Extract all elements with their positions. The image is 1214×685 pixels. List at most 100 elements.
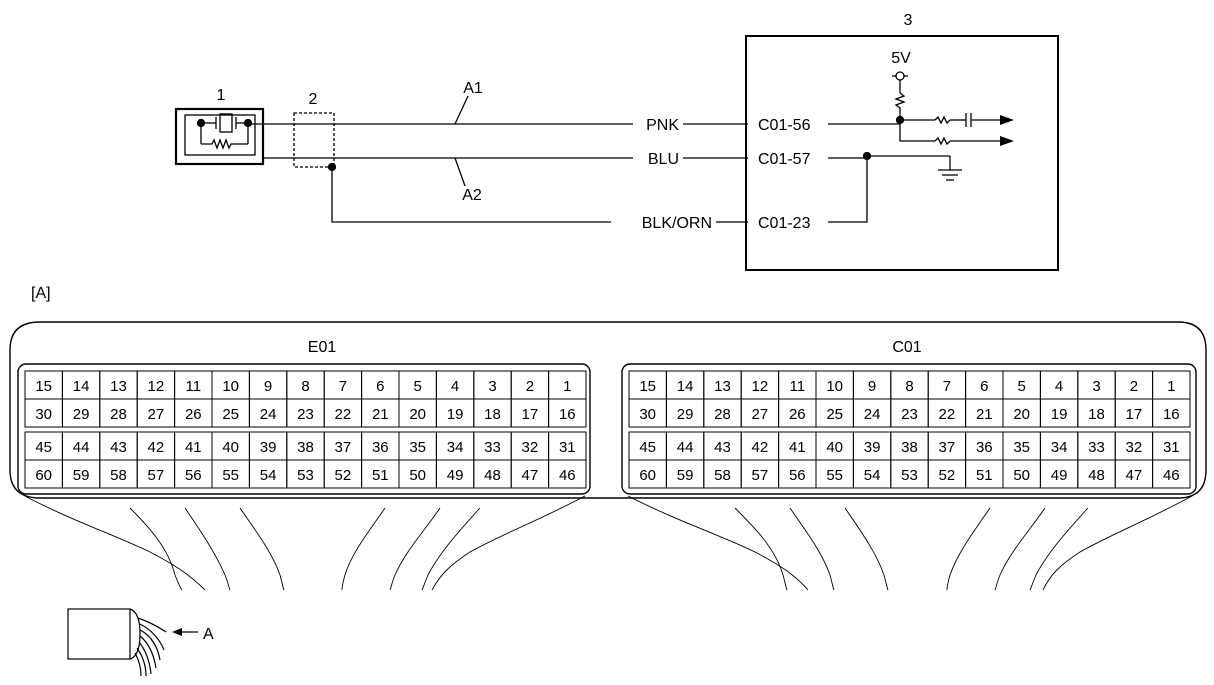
pin-number: 51 <box>372 467 389 484</box>
pin-number: 31 <box>1163 439 1180 456</box>
pin-number: 48 <box>484 467 501 484</box>
pin-number: 35 <box>1013 439 1030 456</box>
pin-number: 17 <box>522 406 539 423</box>
pin-number: 9 <box>264 378 272 395</box>
pin-number: 42 <box>148 439 165 456</box>
pin-number: 38 <box>901 439 918 456</box>
connector-name: E01 <box>308 339 337 356</box>
pin-number: 3 <box>488 378 496 395</box>
pin-number: 19 <box>447 406 464 423</box>
pin-number: 23 <box>901 406 918 423</box>
pin-number: 38 <box>297 439 314 456</box>
pin-number: 22 <box>335 406 352 423</box>
pin-number: 41 <box>185 439 202 456</box>
harness-wires <box>24 495 1193 591</box>
pin-number: 10 <box>222 378 239 395</box>
pin-number: 39 <box>260 439 277 456</box>
pin-number: 1 <box>1167 378 1175 395</box>
pin-number: 34 <box>1051 439 1068 456</box>
pin-number: 9 <box>868 378 876 395</box>
pin-number: 15 <box>639 378 656 395</box>
pin-number: 17 <box>1126 406 1143 423</box>
pin-number: 52 <box>939 467 956 484</box>
wire-color-label: BLU <box>648 151 679 168</box>
ecm-box <box>745 35 1059 271</box>
pin-number: 16 <box>559 406 576 423</box>
wire-blk-orn <box>331 167 611 223</box>
pin-number: 51 <box>976 467 993 484</box>
pin-number: 59 <box>73 467 90 484</box>
connector-outline-c01 <box>621 363 1197 495</box>
pin-number: 41 <box>789 439 806 456</box>
pin-number: 2 <box>526 378 534 395</box>
pin-number: 60 <box>35 467 52 484</box>
connector-name: C01 <box>892 339 921 356</box>
pin-number: 2 <box>1130 378 1138 395</box>
pin-number: 22 <box>939 406 956 423</box>
pin-number: 11 <box>790 378 806 395</box>
pin-number: 49 <box>447 467 464 484</box>
pin-number: 16 <box>1163 406 1180 423</box>
pin-number: 26 <box>185 406 202 423</box>
pin-number: 5 <box>1018 378 1026 395</box>
pin-number: 30 <box>35 406 52 423</box>
pin-number: 45 <box>639 439 656 456</box>
pin-number: 55 <box>826 467 843 484</box>
pin-number: 12 <box>752 378 769 395</box>
pin-number: 23 <box>297 406 314 423</box>
pin-number: 43 <box>714 439 731 456</box>
connector-illustration <box>67 608 198 677</box>
pin-number: 53 <box>901 467 918 484</box>
pin-number: 21 <box>976 406 993 423</box>
pin-number: 50 <box>1013 467 1030 484</box>
pin-number: 44 <box>677 439 694 456</box>
pin-number: 42 <box>752 439 769 456</box>
pin-number: 8 <box>301 378 309 395</box>
pin-number: 7 <box>943 378 951 395</box>
pin-number: 37 <box>939 439 956 456</box>
pin-number: 49 <box>1051 467 1068 484</box>
pin-number: 58 <box>110 467 127 484</box>
pin-number: 32 <box>522 439 539 456</box>
pin-cell <box>548 398 587 428</box>
pin-number: 40 <box>826 439 843 456</box>
callout-a2: A2 <box>462 187 482 204</box>
pin-number: 24 <box>864 406 881 423</box>
pin-number: 18 <box>1088 406 1105 423</box>
pin-number: 56 <box>789 467 806 484</box>
pin-cell <box>548 459 587 489</box>
pin-number: 57 <box>148 467 165 484</box>
sensor-symbol <box>174 107 265 166</box>
pin-number: 8 <box>905 378 913 395</box>
pin-number: 21 <box>372 406 389 423</box>
pin-number: 40 <box>222 439 239 456</box>
pin-number: 25 <box>826 406 843 423</box>
pin-number: 18 <box>484 406 501 423</box>
pin-number: 33 <box>1088 439 1105 456</box>
pin-number: 14 <box>73 378 90 395</box>
pin-number: 57 <box>752 467 769 484</box>
terminal-label: C01-23 <box>758 215 811 232</box>
pin-number: 15 <box>35 378 52 395</box>
pin-number: 39 <box>864 439 881 456</box>
pin-number: 20 <box>1013 406 1030 423</box>
pin-number: 29 <box>677 406 694 423</box>
pin-number: 3 <box>1092 378 1100 395</box>
pin-number: 54 <box>260 467 277 484</box>
pin-number: 27 <box>148 406 165 423</box>
pin-number: 54 <box>864 467 881 484</box>
pin-number: 13 <box>714 378 731 395</box>
pin-number: 43 <box>110 439 127 456</box>
terminal-label: C01-56 <box>758 117 811 134</box>
pin-number: 31 <box>559 439 576 456</box>
pin-number: 60 <box>639 467 656 484</box>
pin-cell <box>1152 398 1191 428</box>
pin-number: 26 <box>789 406 806 423</box>
pin-number: 55 <box>222 467 239 484</box>
pin-number: 6 <box>376 378 384 395</box>
pin-number: 7 <box>339 378 347 395</box>
connector-housing <box>9 321 1207 499</box>
pin-number: 28 <box>110 406 127 423</box>
pin-number: 48 <box>1088 467 1105 484</box>
